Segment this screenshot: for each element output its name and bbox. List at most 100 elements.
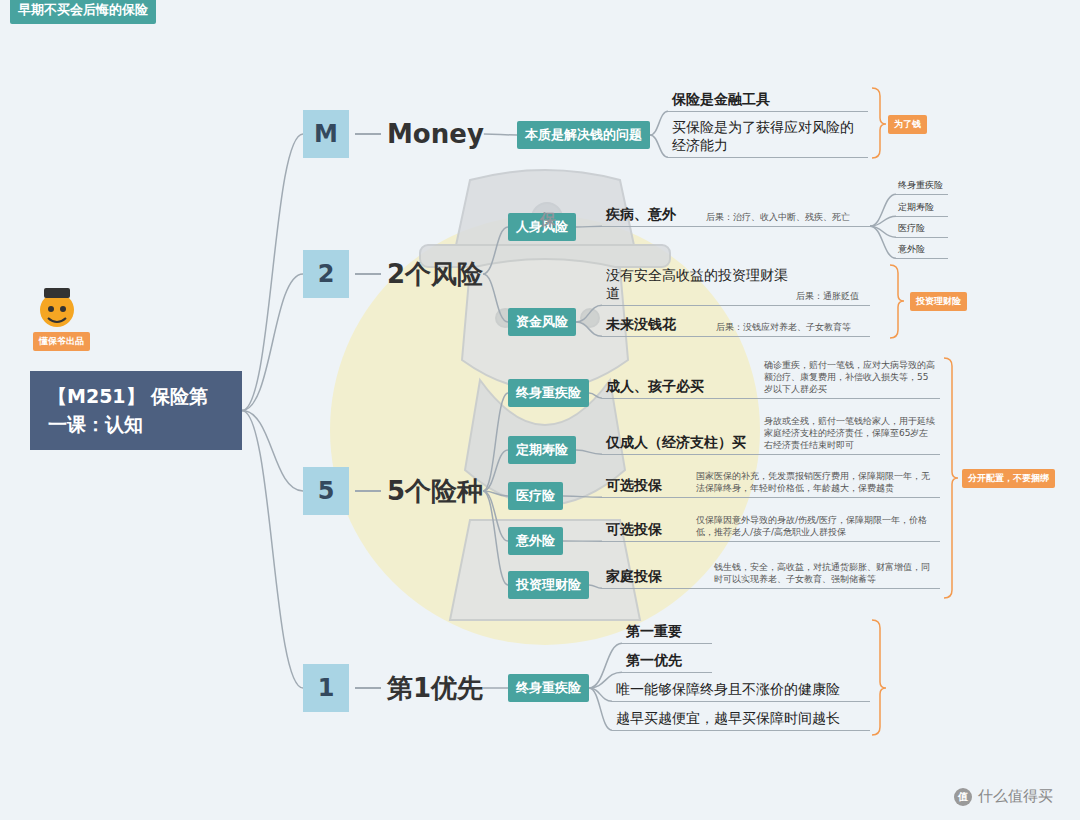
node-text: 早期不买会后悔的保险 — [18, 2, 148, 17]
underline-topic: 仅成人（经济支柱）买身故或全残，赔付一笔钱给家人，用于延续家庭经济支柱的经济责任… — [602, 413, 940, 455]
node-text: 【M251】 保险第一课：认知 — [48, 385, 208, 435]
topic-text: 越早买越便宜，越早买保障时间越长 — [616, 709, 840, 727]
branch-connector — [242, 274, 303, 411]
branch-connector — [576, 305, 602, 322]
branch-badge: 5 5个险种 — [303, 467, 483, 515]
small-topic: 意外险 — [896, 243, 948, 259]
underline-topic: 成人、孩子必买确诊重疾，赔付一笔钱，应对大病导致的高额治疗、康复费用，补偿收入损… — [602, 357, 940, 399]
topic-text: 成人、孩子必买 — [606, 377, 704, 395]
underline-topic: 第一重要 — [622, 620, 712, 644]
node-text: 医疗险 — [898, 223, 925, 233]
logo-face — [40, 288, 74, 327]
node-text: 投资理财险 — [516, 577, 581, 592]
topic-text: 未来没钱花 — [606, 315, 676, 333]
root-box: 【M251】 保险第一课：认知 — [30, 371, 242, 450]
note-text: 后果：治疗、收入中断、残疾、死亡 — [706, 211, 866, 223]
node-text: 资金风险 — [516, 314, 568, 329]
branch-badge: 1 第1优先 — [303, 664, 483, 712]
watermark-char: 保 — [540, 210, 556, 231]
badge-letter: 5 — [303, 467, 349, 515]
node-text: 意外险 — [898, 244, 925, 254]
underline-topic: 越早买越便宜，越早买保障时间越长 — [612, 707, 870, 731]
branch-connector — [483, 450, 508, 491]
topic-box: 早期不买会后悔的保险 — [10, 0, 156, 24]
note-text: 后果：没钱应对养老、子女教育等 — [716, 321, 866, 333]
node-text: 定期寿险 — [516, 442, 568, 457]
branch-title: 第1优先 — [387, 671, 483, 706]
underline-topic: 没有安全高收益的投资理财渠道后果：通胀贬值 — [602, 264, 870, 306]
branch-badge: 22个风险 — [303, 250, 483, 298]
topic-text: 买保险是为了获得应对风险的经济能力 — [672, 118, 864, 154]
badge-letter: M — [303, 110, 349, 158]
branch-connector — [870, 226, 896, 258]
small-topic: 终身重疾险 — [896, 179, 948, 195]
topic-text: 第一优先 — [626, 651, 682, 669]
badge-dash — [355, 273, 381, 275]
note-text: 后果：通胀贬值 — [796, 290, 866, 302]
branch-connector — [650, 111, 668, 135]
topic-text: 第一重要 — [626, 622, 682, 640]
branch-connector — [576, 226, 602, 228]
branch-connector — [870, 216, 896, 226]
node-text: 意外险 — [516, 533, 555, 548]
watermark-text: 什么值得买 — [978, 787, 1053, 806]
branch-connector — [242, 411, 303, 491]
mascot-figure — [420, 170, 670, 620]
branch-title: Money — [387, 119, 484, 149]
branch-title: 5个险种 — [387, 474, 483, 509]
branch-connector — [242, 411, 303, 688]
branch-badge: M Money — [303, 110, 484, 158]
branch-connector — [483, 491, 508, 585]
badge-dash — [355, 687, 381, 689]
underline-topic: 买保险是为了获得应对风险的经济能力 — [668, 116, 868, 158]
badge-dash — [355, 490, 381, 492]
topic-box: 终身重疾险 — [508, 379, 589, 407]
underline-topic: 家庭投保 钱生钱，安全，高收益，对抗通货膨胀、财富增值，同时可以实现养老、子女教育… — [602, 559, 940, 589]
topic-box: 终身重疾险 — [508, 674, 589, 702]
topic-text: 可选投保 — [606, 476, 662, 494]
topic-text: 保险是金融工具 — [672, 90, 770, 108]
topic-box: 本质是解决钱的问题 — [517, 121, 650, 149]
topic-text: 唯一能够保障终身且不涨价的健康险 — [616, 680, 840, 698]
node-text: 终身重疾险 — [898, 180, 943, 190]
badge-letter: 1 — [303, 664, 349, 712]
node-text: 懂保爷出品 — [39, 336, 84, 346]
branch-connector — [563, 496, 602, 497]
branch-connector — [483, 274, 508, 322]
underline-topic: 疾病、意外后果：治疗、收入中断、残疾、死亡 — [602, 203, 870, 227]
node-text: 终身重疾险 — [516, 680, 581, 695]
topic-text: 仅成人（经济支柱）买 — [606, 433, 746, 451]
branch-connector — [242, 134, 303, 411]
note-text: 身故或全残，赔付一笔钱给家人，用于延续家庭经济支柱的经济责任，保障至65岁左右经… — [764, 415, 936, 451]
orange-tag: 分开配置，不要捆绑 — [962, 469, 1055, 488]
orange-tag: 为了钱 — [888, 115, 927, 134]
branch-connector — [576, 322, 602, 336]
topic-text: 没有安全高收益的投资理财渠道 — [606, 266, 796, 302]
topic-box: 意外险 — [508, 527, 563, 555]
branch-connector — [576, 450, 602, 454]
topic-box: 资金风险 — [508, 308, 576, 336]
orange-bracket — [872, 88, 958, 735]
underline-topic: 未来没钱花 后果：没钱应对养老、子女教育等 — [602, 313, 870, 337]
topic-text: 家庭投保 — [606, 567, 662, 585]
underline-topic: 第一优先 — [622, 649, 712, 673]
branch-connector — [483, 688, 508, 689]
note-text: 钱生钱，安全，高收益，对抗通货膨胀、财富增值，同时可以实现养老、子女教育、强制储… — [714, 561, 936, 585]
underline-topic: 可选投保仅保障因意外导致的身故/伤残/医疗，保障期限一年，价格低，推荐老人/孩子… — [602, 512, 940, 542]
branch-connector — [589, 393, 602, 398]
branch-connector — [589, 688, 612, 730]
topic-text: 可选投保 — [606, 520, 662, 538]
watermark-icon-text: 值 — [958, 790, 968, 804]
node-text: 本质是解决钱的问题 — [525, 127, 642, 142]
orange-tag: 懂保爷出品 — [33, 332, 90, 351]
branch-connector — [484, 134, 517, 135]
branch-title: 2个风险 — [387, 257, 483, 292]
underline-topic: 可选投保国家医保的补充，凭发票报销医疗费用，保障期限一年，无法保障终身，年轻时价… — [602, 468, 940, 498]
orange-tag: 投资理财险 — [910, 292, 967, 311]
topic-box: 医疗险 — [508, 482, 563, 510]
small-topic: 医疗险 — [896, 222, 948, 238]
node-text: 为了钱 — [894, 119, 921, 129]
topic-box: 定期寿险 — [508, 436, 576, 464]
branch-connector — [870, 194, 896, 226]
